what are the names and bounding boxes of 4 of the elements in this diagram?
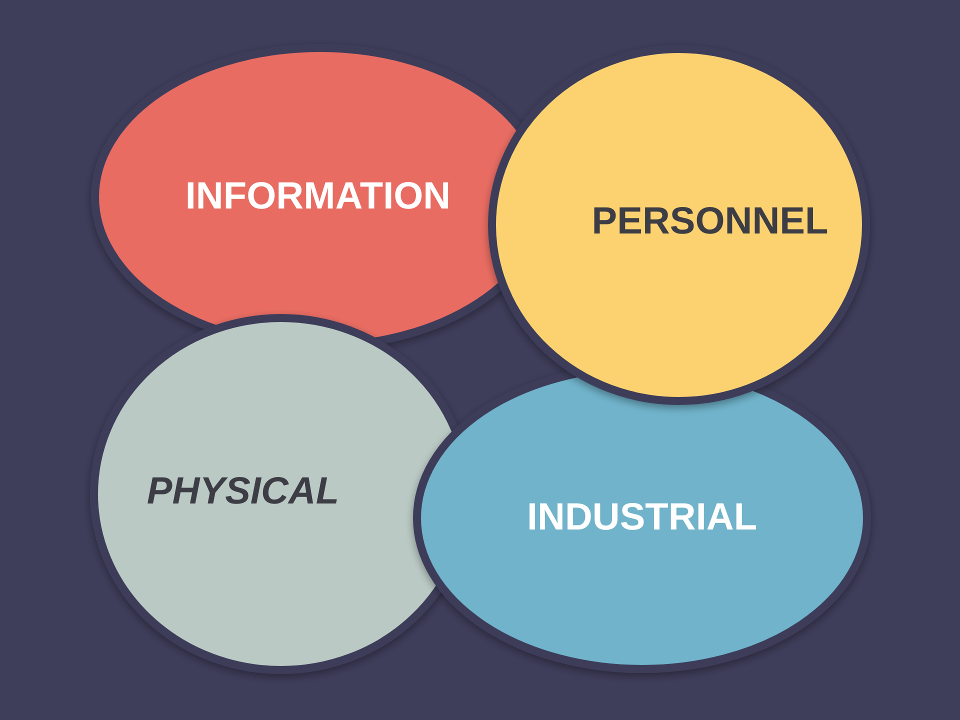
- node-label: PERSONNEL: [592, 200, 828, 244]
- node-label: INFORMATION: [185, 176, 451, 218]
- node-label: INDUSTRIAL: [526, 496, 758, 540]
- node-label: PHYSICAL: [146, 470, 340, 514]
